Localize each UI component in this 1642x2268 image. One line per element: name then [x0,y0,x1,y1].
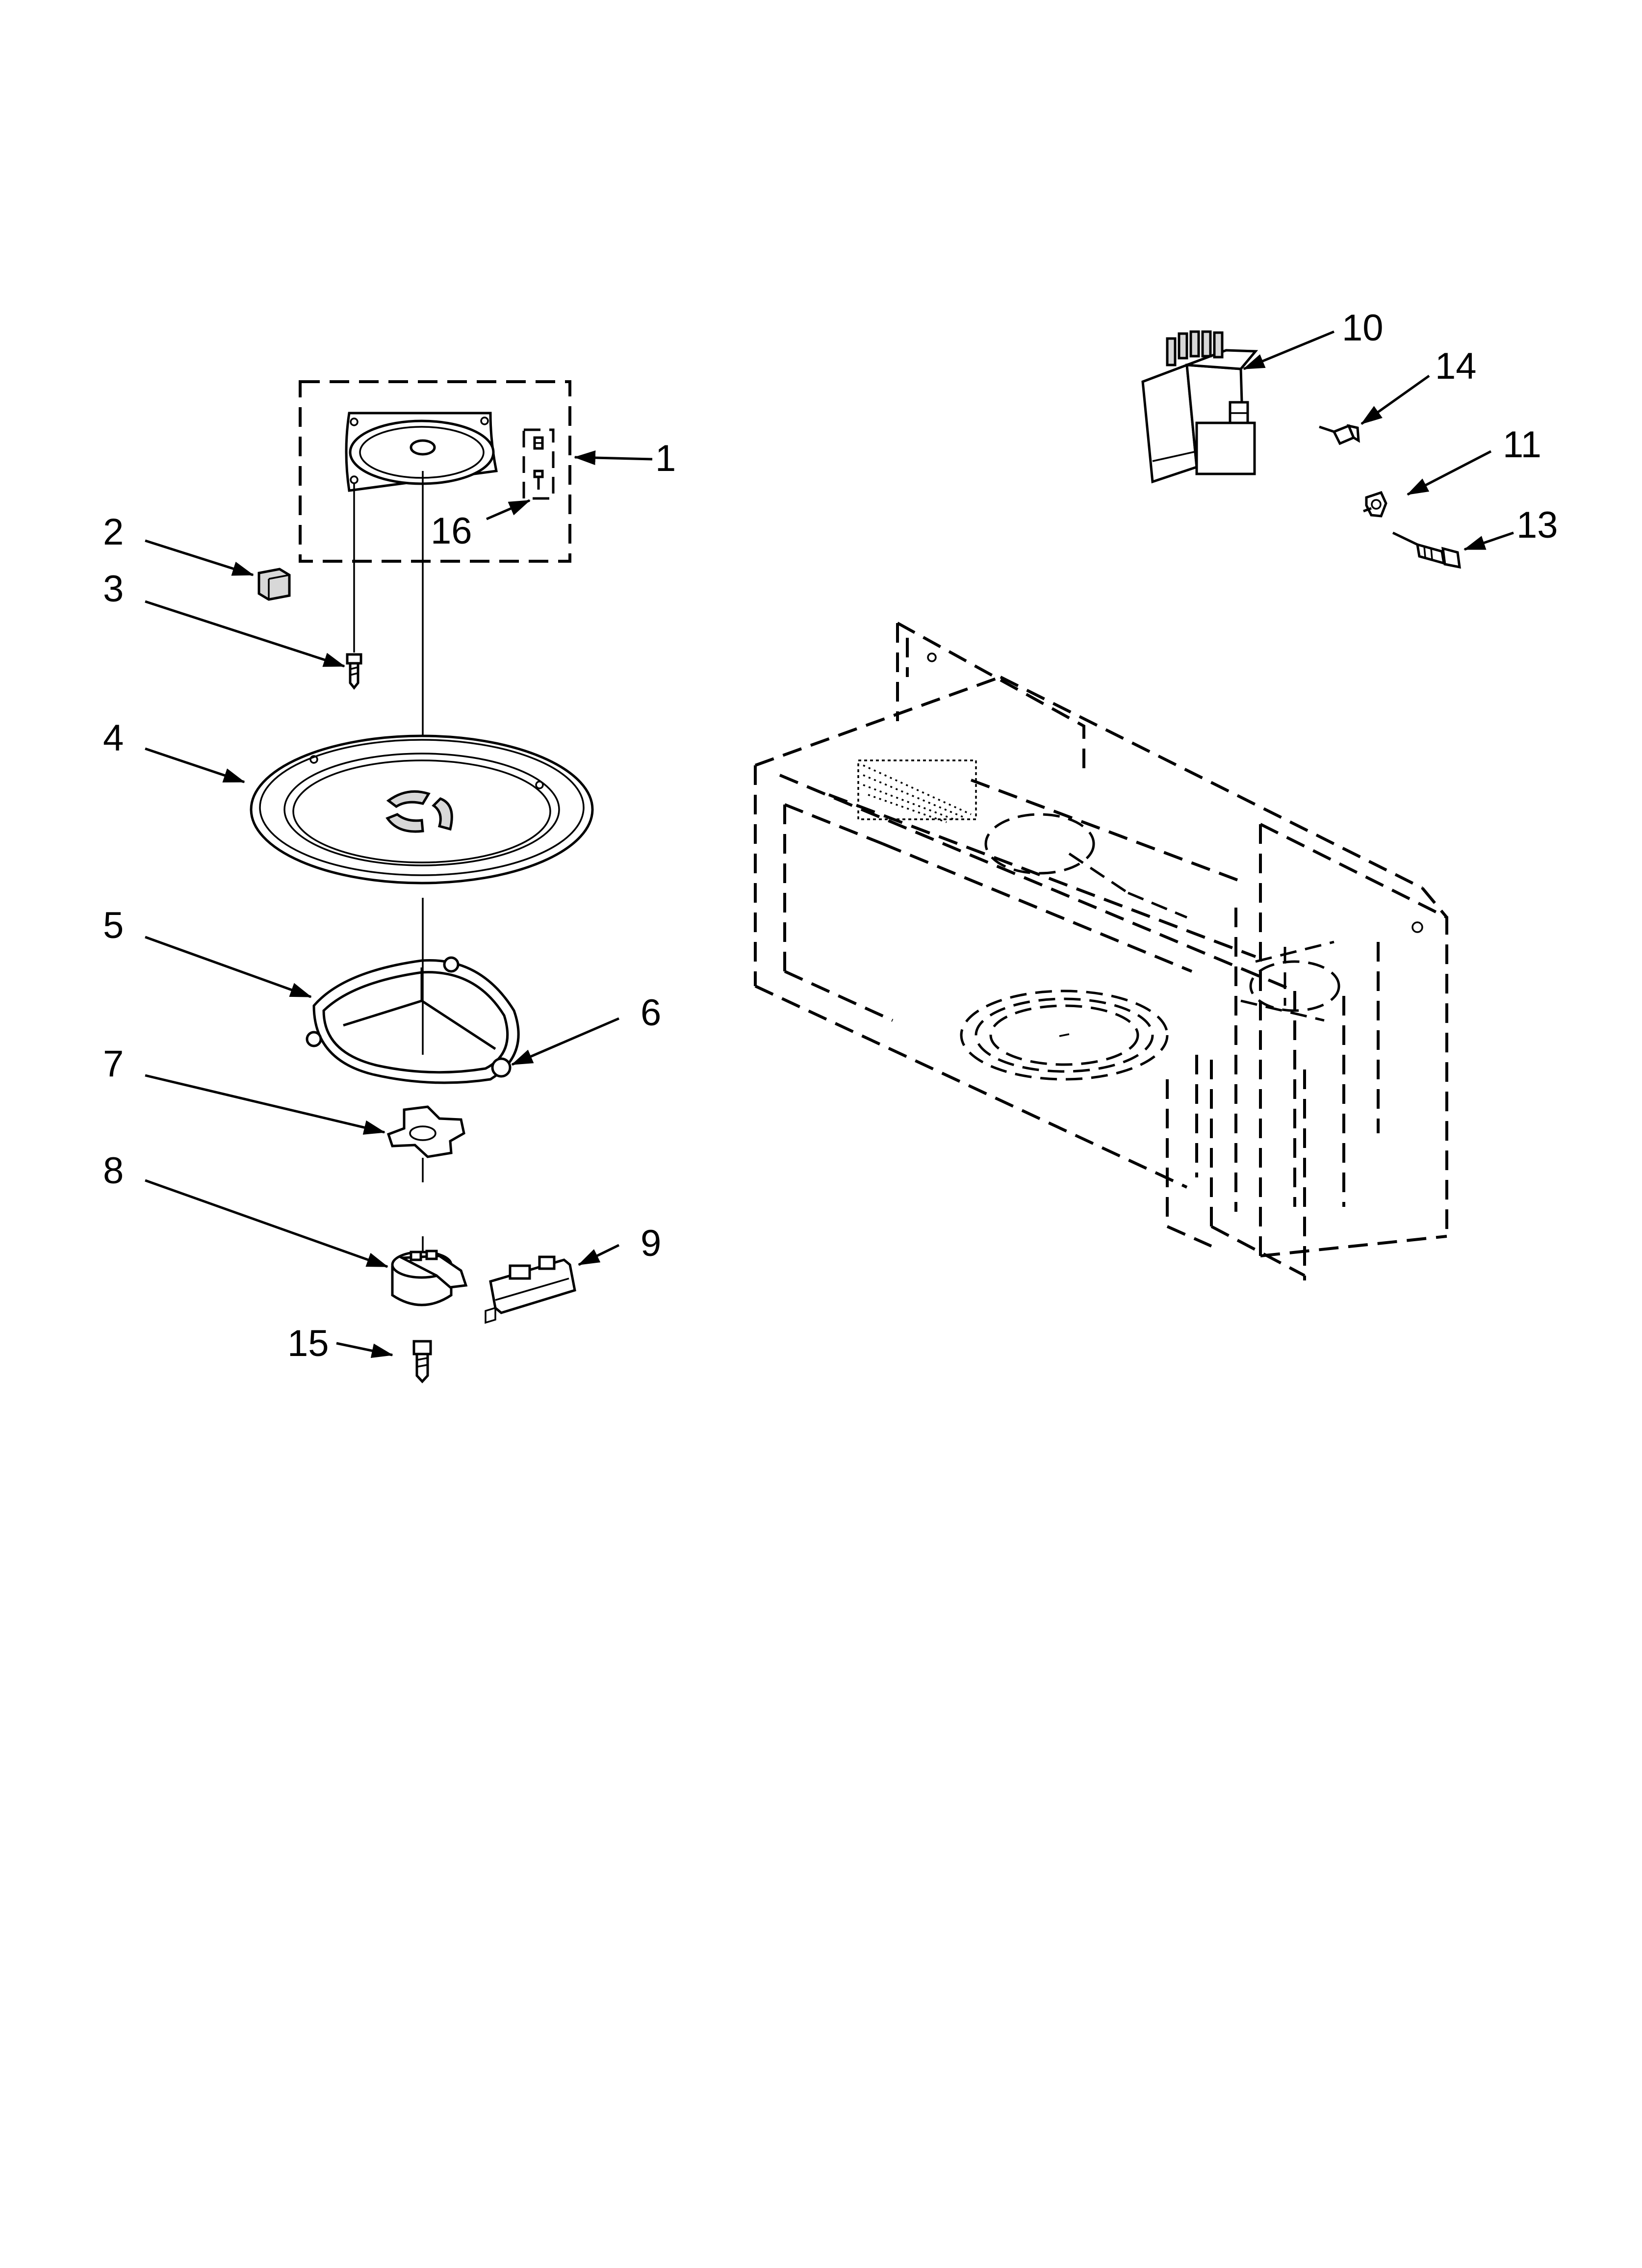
part-3-screw [346,653,362,690]
arrow-15 [336,1342,393,1358]
part-5-roller-ring [306,956,520,1084]
callout-3: 3 [103,568,124,610]
arrow-11 [1407,450,1492,496]
arrow-5 [145,936,312,998]
part-14-screw [1319,424,1360,445]
callout-6: 6 [641,992,661,1034]
callout-11: 11 [1503,424,1541,466]
microwave-cavity-outline [754,622,1448,1280]
callout-15: 15 [287,1323,329,1364]
arrow-6 [511,1017,619,1066]
part-10-transformer [1141,330,1258,484]
arrow-10 [1243,330,1334,370]
arrow-4 [145,747,245,783]
callout-9: 9 [641,1223,661,1264]
callout-7: 7 [103,1043,124,1085]
arrow-9 [578,1244,620,1266]
callout-1: 1 [655,438,676,479]
callout-14: 14 [1435,345,1477,387]
part-4-glass-turntable-tray [250,734,594,885]
part-1-turntable-cover [345,412,498,492]
part-13-screw [1392,531,1461,569]
part-11-clip [1363,491,1387,518]
leader-arrows [145,330,1514,1358]
part-16-screws [533,436,544,490]
arrow-16 [486,499,531,521]
callout-labels: 1 2 3 4 5 6 7 8 9 10 11 13 14 15 16 [103,307,1558,1364]
part-15-screw [412,1340,432,1383]
callout-4: 4 [103,717,124,759]
callout-10: 10 [1342,307,1384,349]
part-7-coupler [386,1105,465,1158]
part-8-turntable-motor [391,1250,468,1306]
arrow-14 [1360,374,1430,425]
part-1-group-box [299,380,571,563]
arrow-7 [145,1074,385,1135]
arrow-2 [145,539,254,576]
callout-2: 2 [103,511,124,553]
callout-8: 8 [103,1150,124,1192]
arrow-1 [574,450,653,466]
arrow-3 [145,600,345,668]
part-9-bracket [485,1255,576,1324]
callout-13: 13 [1516,504,1558,546]
part-2-clip [257,568,291,601]
arrow-13 [1463,531,1514,551]
arrow-8 [145,1179,388,1268]
callout-16: 16 [431,510,472,552]
callout-5: 5 [103,905,124,946]
